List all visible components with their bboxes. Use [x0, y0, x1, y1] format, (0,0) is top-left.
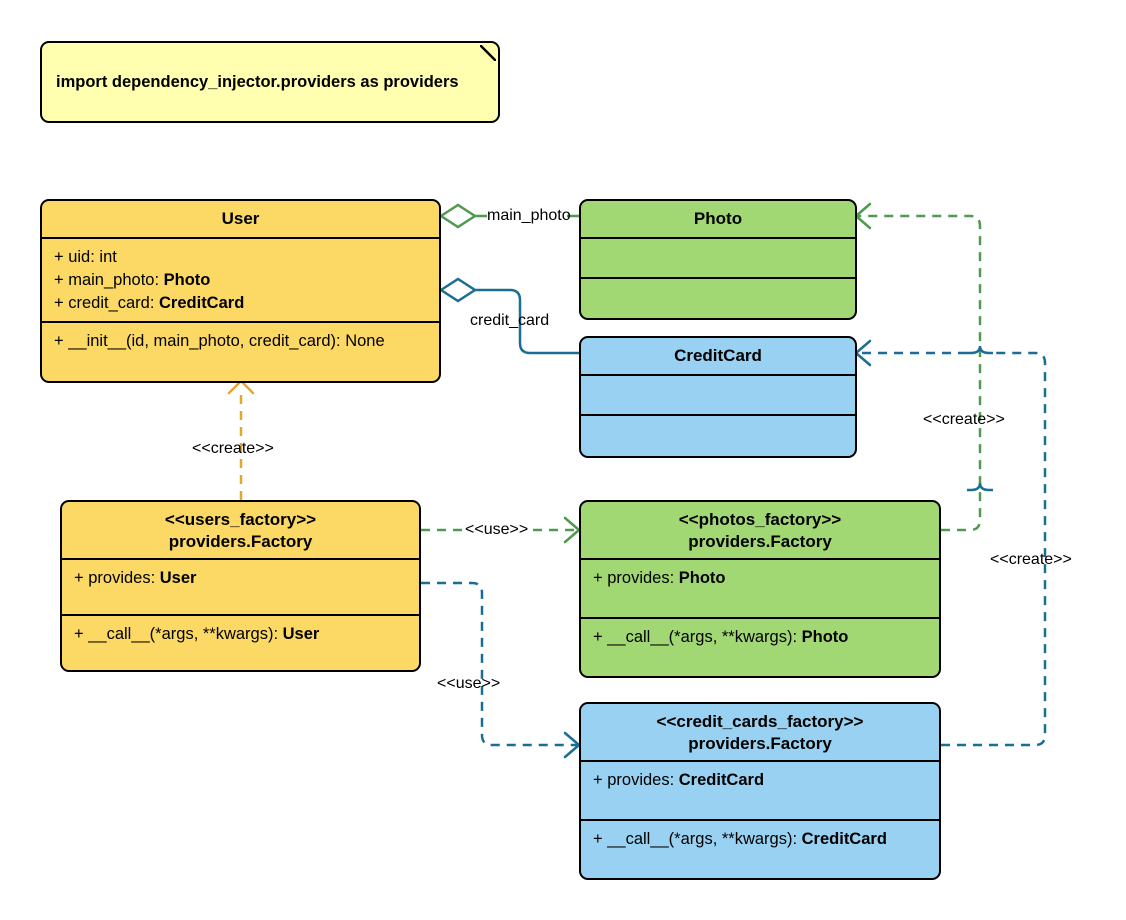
attribute-row: + provides: User — [74, 569, 197, 587]
class-title-credit-card: CreditCard — [581, 338, 855, 377]
operation-row: + __call__(*args, **kwargs): CreditCard — [593, 830, 887, 848]
class-attributes-photo — [581, 239, 855, 280]
class-title-photo: Photo — [581, 201, 855, 240]
edge-label-main-photo: main_photo — [487, 207, 571, 224]
class-attributes-credit-card — [581, 376, 855, 417]
class-attributes-users-factory: + provides: User — [62, 560, 419, 616]
class-box-credit-card[interactable]: CreditCard — [579, 336, 857, 458]
attribute-row: + main_photo: Photo — [54, 270, 211, 289]
operation-row: + __init__(id, main_photo, credit_card):… — [54, 332, 385, 351]
import-note-text: import dependency_injector.providers as … — [56, 72, 459, 91]
aggregation-diamond-main-photo — [438, 203, 478, 229]
class-box-credit-cards-factory[interactable]: <<credit_cards_factory>> providers.Facto… — [579, 702, 941, 880]
open-arrowhead — [563, 731, 581, 759]
class-stereotype-users-factory: <<users_factory>> — [164, 510, 317, 529]
class-title-user: User — [42, 201, 439, 240]
attribute-row: + provides: CreditCard — [593, 771, 765, 789]
note-fold-corner-icon — [480, 45, 496, 61]
open-arrowhead — [854, 202, 872, 230]
class-title-user-text: User — [221, 209, 260, 228]
class-attributes-credit-cards-factory: + provides: CreditCard — [581, 762, 939, 821]
class-operations-users-factory: + __call__(*args, **kwargs): User — [62, 616, 419, 670]
class-operations-credit-cards-factory: + __call__(*args, **kwargs): CreditCard — [581, 821, 939, 878]
edge-users-factory-use-credit-cards-factory — [421, 581, 581, 759]
class-attributes-user: + uid: int + main_photo: Photo + credit_… — [42, 239, 439, 324]
operation-row: + __call__(*args, **kwargs): Photo — [593, 628, 849, 646]
edge-label-credit-card: credit_card — [470, 312, 550, 329]
import-note: import dependency_injector.providers as … — [40, 41, 500, 123]
class-operations-photo — [581, 279, 855, 318]
class-box-photos-factory[interactable]: <<photos_factory>> providers.Factory + p… — [579, 500, 941, 678]
aggregation-diamond-credit-card — [438, 277, 478, 303]
attribute-row: + uid: int — [54, 248, 117, 267]
class-box-users-factory[interactable]: <<users_factory>> providers.Factory + pr… — [60, 500, 421, 672]
operation-row: + __call__(*args, **kwargs): User — [74, 625, 320, 643]
class-operations-photos-factory: + __call__(*args, **kwargs): Photo — [581, 619, 939, 676]
class-stereotype-credit-cards-factory: <<credit_cards_factory>> — [656, 712, 864, 731]
class-box-photo[interactable]: Photo — [579, 199, 857, 320]
class-title-users-factory-text: providers.Factory — [168, 532, 313, 552]
edge-label-create-user: <<create>> — [192, 440, 274, 457]
open-arrowhead — [563, 516, 581, 544]
edge-label-use-photos-factory: <<use>> — [462, 522, 532, 538]
edge-label-use-credit-cards-factory: <<use>> — [437, 675, 501, 692]
edge-label-create-photo: <<create>> — [923, 411, 1005, 428]
class-title-photos-factory: <<photos_factory>> providers.Factory — [581, 502, 939, 560]
class-title-credit-card-text: CreditCard — [674, 346, 762, 365]
edge-label-create-credit-card: <<create>> — [990, 551, 1072, 568]
line-hop-bridge — [967, 482, 993, 492]
class-title-photos-factory-text: providers.Factory — [688, 532, 832, 552]
class-title-photo-text: Photo — [693, 209, 743, 228]
class-operations-user: + __init__(id, main_photo, credit_card):… — [42, 323, 439, 360]
open-arrowhead — [854, 339, 872, 367]
edge-photos-factory-create-photo — [854, 202, 982, 532]
class-title-credit-cards-factory: <<credit_cards_factory>> providers.Facto… — [581, 704, 939, 762]
class-title-credit-cards-factory-text: providers.Factory — [688, 734, 832, 754]
class-box-user[interactable]: User + uid: int + main_photo: Photo + cr… — [40, 199, 441, 383]
class-title-users-factory: <<users_factory>> providers.Factory — [62, 502, 419, 560]
attribute-row: + credit_card: CreditCard — [54, 293, 245, 312]
attribute-row: + provides: Photo — [593, 569, 726, 587]
class-operations-credit-card — [581, 416, 855, 456]
class-stereotype-photos-factory: <<photos_factory>> — [678, 510, 842, 529]
class-attributes-photos-factory: + provides: Photo — [581, 560, 939, 619]
